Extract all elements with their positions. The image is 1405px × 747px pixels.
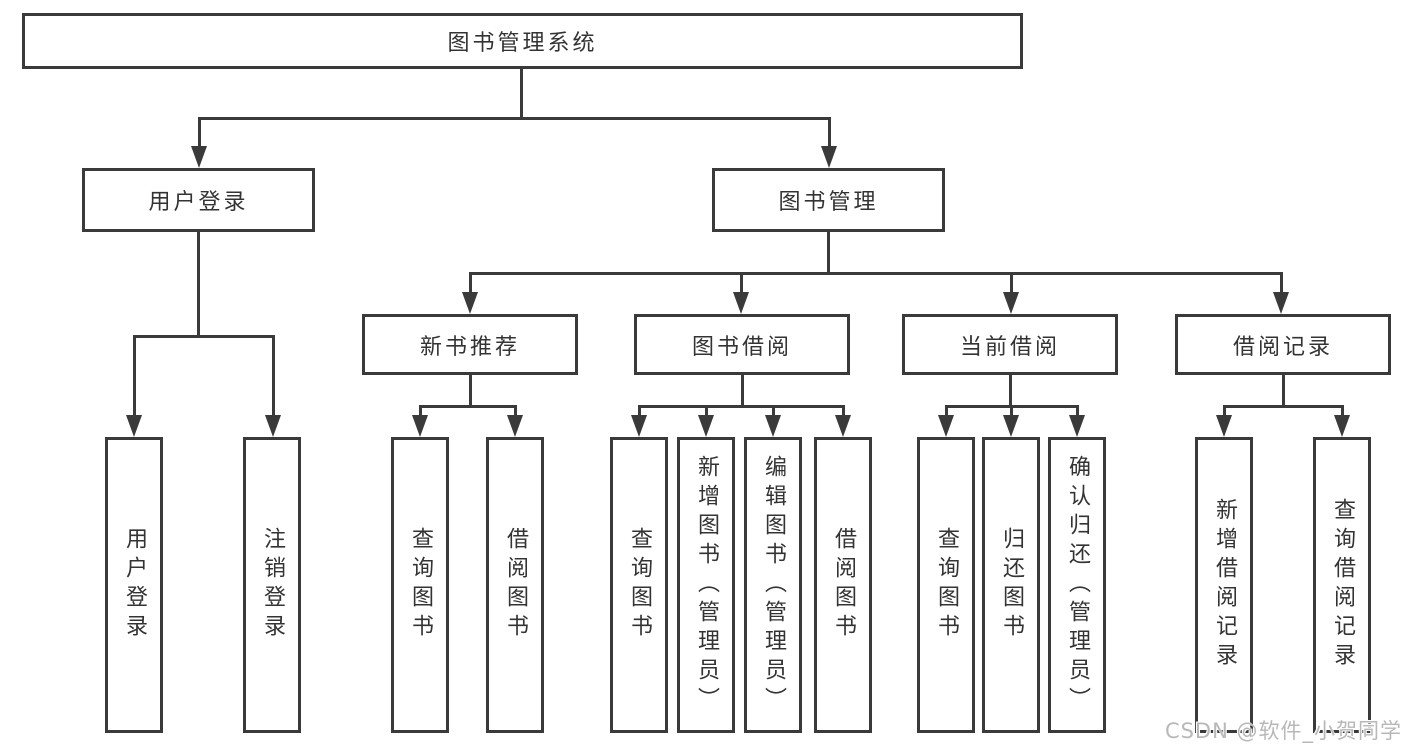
node-label: 借阅图书: [831, 527, 856, 643]
connector-line: [197, 116, 831, 120]
connector-line: [196, 232, 200, 336]
connector-line: [468, 273, 472, 304]
leaf-borrow-books-borrowing: 借阅图书: [814, 437, 872, 733]
node-label: 查询图书: [627, 527, 652, 643]
leaf-confirm-return-admin: 确认归还（管理员）: [1048, 437, 1106, 733]
arrow-down-icon: [631, 415, 647, 437]
node-label: 新增借阅记录: [1212, 498, 1237, 672]
arrow-down-icon: [733, 292, 749, 314]
connector-line: [1009, 273, 1013, 304]
node-label: 用户登录: [122, 527, 147, 643]
leaf-user-login: 用户登录: [105, 437, 163, 733]
leaf-add-borrow-record: 新增借阅记录: [1195, 437, 1253, 733]
arrow-down-icon: [126, 415, 142, 437]
node-label: 新书推荐: [419, 334, 520, 360]
connector-line: [637, 404, 845, 408]
leaf-return-books: 归还图书: [982, 437, 1040, 733]
leaf-query-books-current: 查询图书: [917, 437, 975, 733]
arrow-down-icon: [765, 415, 781, 437]
connector-line: [132, 336, 136, 427]
arrow-down-icon: [462, 292, 478, 314]
node-label: 用户登录: [148, 190, 249, 215]
arrow-down-icon: [1273, 292, 1289, 314]
connector-line: [740, 375, 744, 407]
connector-line: [468, 375, 472, 407]
connector-line: [1281, 375, 1285, 407]
leaf-logout: 注销登录: [243, 437, 301, 733]
node-label: 图书管理: [778, 190, 879, 215]
arrow-down-icon: [698, 415, 714, 437]
arrow-down-icon: [821, 146, 837, 168]
connector-line: [1008, 375, 1012, 407]
node-borrowing-records: 借阅记录: [1175, 314, 1391, 375]
connector-line: [132, 334, 275, 338]
connector-line: [827, 118, 831, 158]
leaf-query-borrow-record: 查询借阅记录: [1313, 437, 1371, 733]
node-label: 查询图书: [934, 527, 959, 643]
arrow-down-icon: [191, 146, 207, 168]
arrow-down-icon: [1216, 415, 1232, 437]
connector-line: [1222, 404, 1344, 408]
connector-line: [418, 404, 517, 408]
node-label: 图书管理系统: [447, 31, 598, 56]
leaf-edit-book-admin: 编辑图书（管理员）: [744, 437, 802, 733]
arrow-down-icon: [412, 415, 428, 437]
arrow-down-icon: [265, 415, 281, 437]
node-label: 确认归还（管理员）: [1065, 454, 1090, 716]
watermark: CSDN @软件_小贺同学: [1164, 719, 1402, 743]
arrow-down-icon: [1334, 415, 1350, 437]
node-book-borrowing: 图书借阅: [634, 314, 850, 375]
arrow-down-icon: [1003, 292, 1019, 314]
arrow-down-icon: [1069, 415, 1085, 437]
node-label: 归还图书: [999, 527, 1024, 643]
connector-line: [197, 118, 201, 158]
connector-line: [739, 273, 743, 304]
arrow-down-icon: [835, 415, 851, 437]
node-label: 新增图书（管理员）: [694, 454, 719, 716]
node-current-borrowing: 当前借阅: [902, 314, 1118, 375]
node-label: 编辑图书（管理员）: [761, 454, 786, 716]
node-user-login: 用户登录: [82, 168, 315, 232]
arrow-down-icon: [938, 415, 954, 437]
node-label: 图书借阅: [691, 334, 792, 360]
connector-line: [468, 271, 1283, 275]
connector-line: [271, 336, 275, 427]
connector-line: [1279, 273, 1283, 304]
node-library-management-system: 图书管理系统: [22, 13, 1023, 69]
leaf-borrow-books-recommend: 借阅图书: [486, 437, 544, 733]
node-label: 当前借阅: [959, 334, 1060, 360]
node-label: 借阅图书: [503, 527, 528, 643]
node-new-book-recommendation: 新书推荐: [362, 314, 578, 375]
node-label: 查询图书: [408, 527, 433, 643]
arrow-down-icon: [507, 415, 523, 437]
arrow-down-icon: [1003, 415, 1019, 437]
leaf-query-books-borrowing: 查询图书: [610, 437, 668, 733]
node-label: 查询借阅记录: [1330, 498, 1355, 672]
connector-line: [519, 69, 523, 118]
node-label: 借阅记录: [1232, 334, 1333, 360]
node-label: 注销登录: [260, 527, 285, 643]
leaf-query-books-recommend: 查询图书: [391, 437, 449, 733]
node-book-management: 图书管理: [712, 168, 945, 232]
connector-line: [826, 232, 830, 274]
leaf-add-book-admin: 新增图书（管理员）: [677, 437, 735, 733]
